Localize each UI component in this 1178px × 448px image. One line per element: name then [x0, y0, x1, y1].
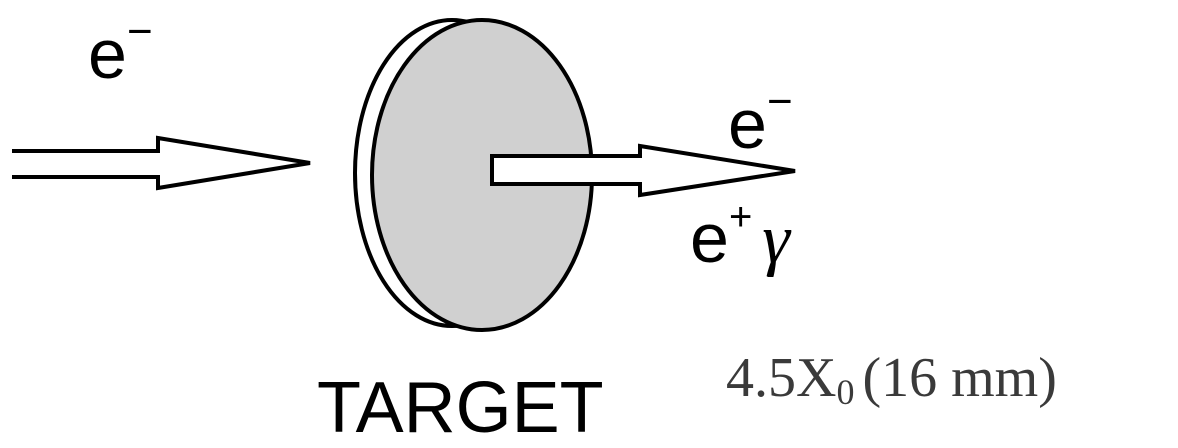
incoming-beam-arrow	[12, 138, 310, 188]
incoming-electron-label: e−	[88, 7, 153, 93]
target-label: TARGET	[317, 368, 604, 448]
photon-symbol: γ	[762, 201, 792, 278]
thickness-annotation: 4.5X0(16 mm)	[726, 347, 1057, 412]
outgoing-electron-label: e−	[728, 77, 793, 163]
outgoing-positron-photon-label: e+γ	[690, 195, 792, 278]
